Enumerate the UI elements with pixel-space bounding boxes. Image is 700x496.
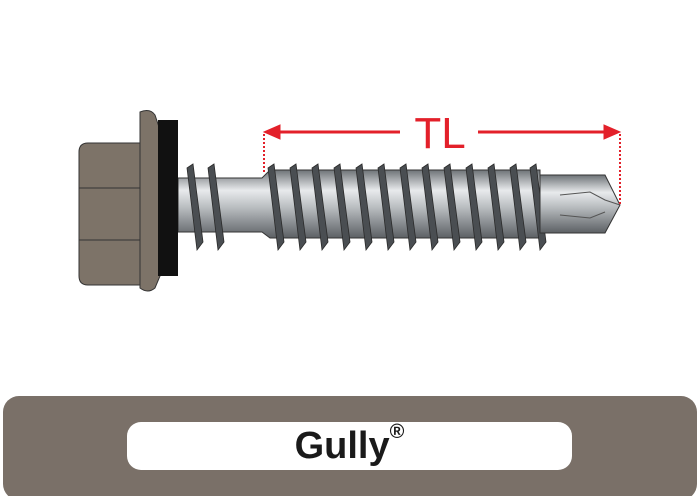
thread-ridge	[487, 163, 505, 252]
thread-ridge	[377, 163, 395, 252]
thread-ridge	[267, 163, 285, 252]
thread-ridge	[421, 163, 439, 252]
thread-ridge	[207, 163, 225, 252]
thread-ridge	[443, 163, 461, 252]
drill-tip	[539, 174, 621, 234]
screw-illustration: TL	[78, 109, 622, 292]
thread-ridge	[509, 163, 527, 252]
tl-label: TL	[414, 109, 465, 158]
thread-ridge	[289, 163, 307, 252]
thread-ridge	[311, 163, 329, 252]
product-name-text: Gully	[294, 424, 390, 467]
registered-mark: ®	[389, 420, 405, 443]
screw-shaft	[177, 163, 547, 252]
washer	[158, 120, 178, 276]
tl-dimension: TL	[262, 109, 622, 205]
product-name-box: Gully®	[127, 421, 572, 470]
thread-ridge	[186, 163, 204, 252]
product-name: Gully®	[294, 421, 405, 468]
thread-ridge	[333, 163, 351, 252]
thread-ridge	[399, 163, 417, 252]
thread-ridge	[465, 163, 483, 252]
thread-ridge	[355, 163, 373, 252]
hex-head	[78, 110, 161, 292]
